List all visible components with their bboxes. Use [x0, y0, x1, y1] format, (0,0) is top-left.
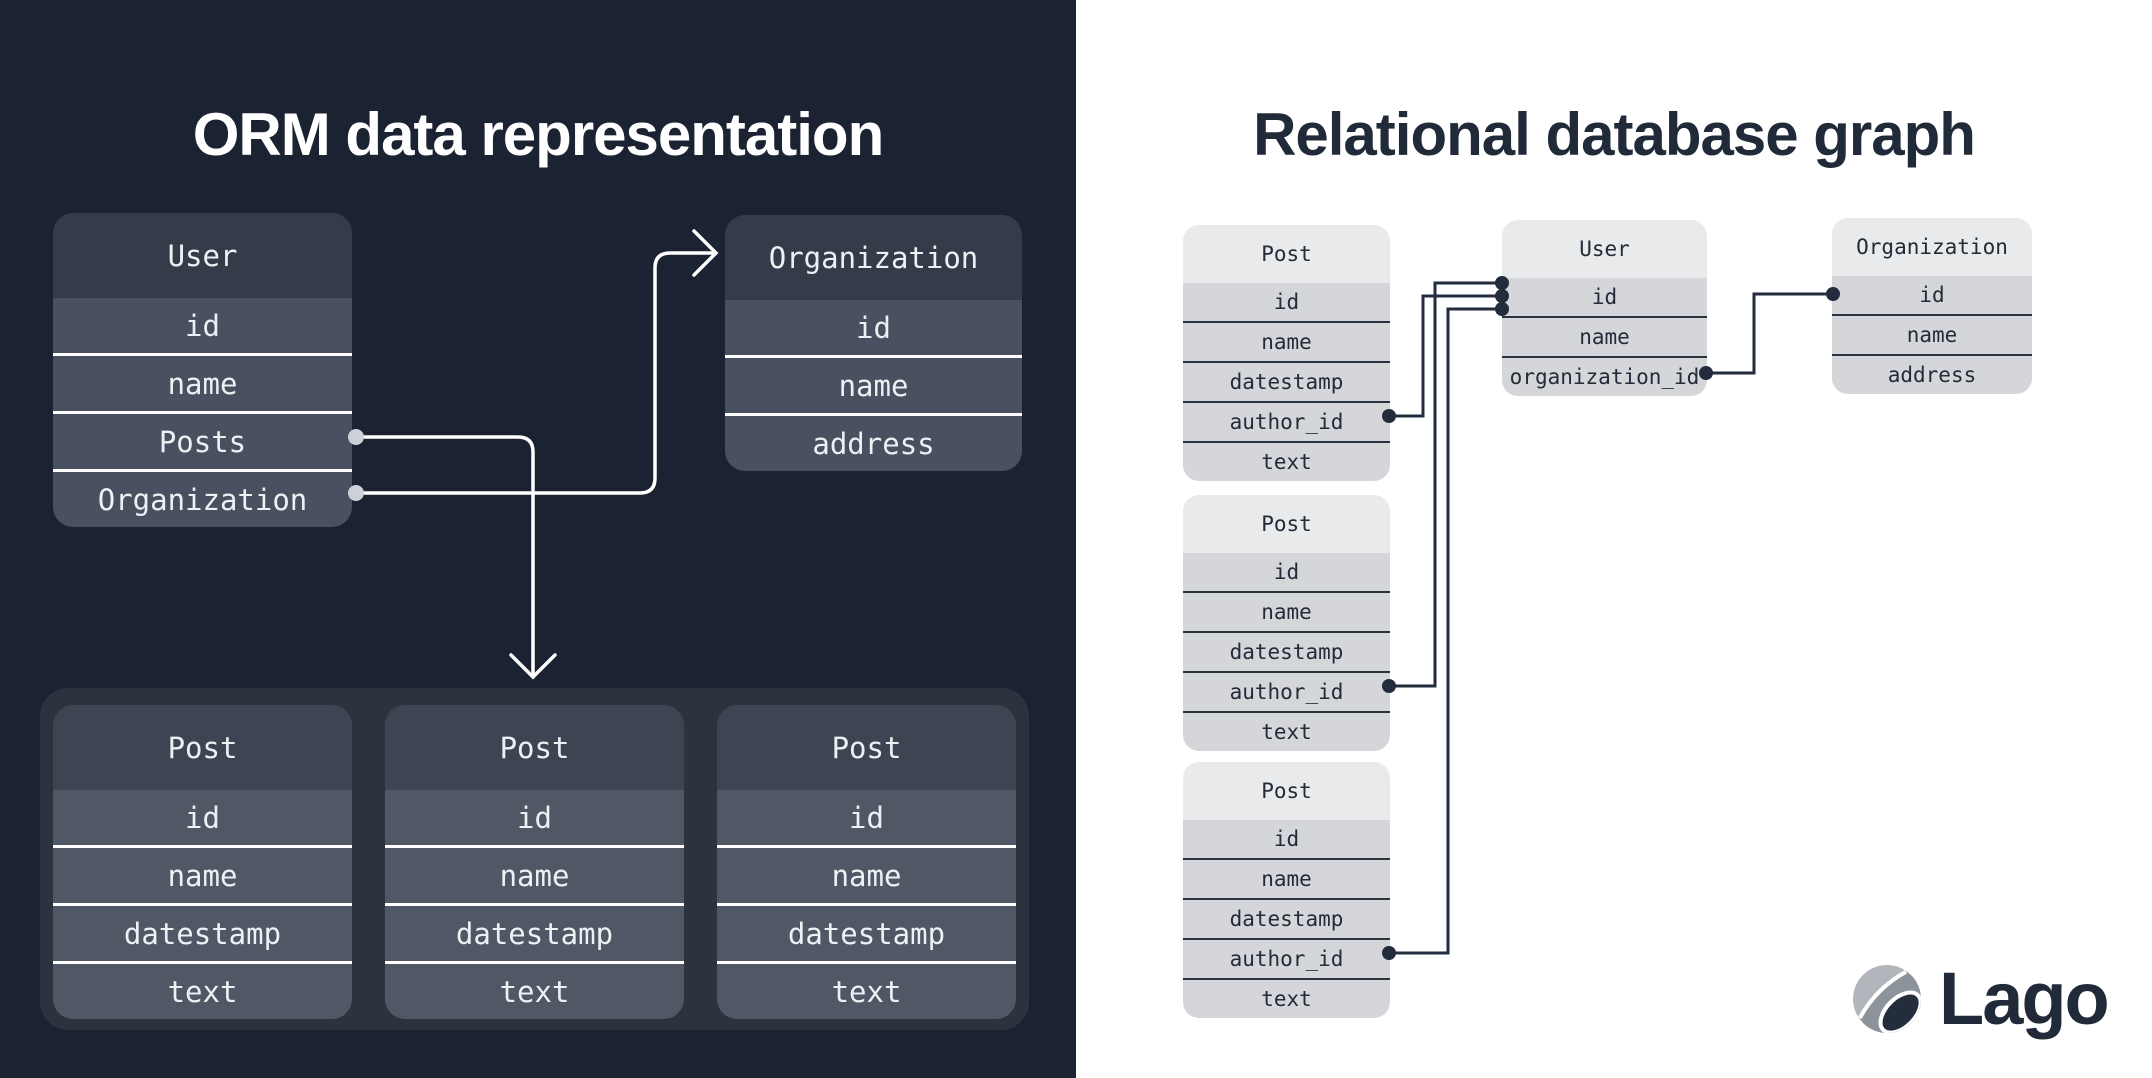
table-header: Post [1183, 225, 1390, 283]
table-row: organization_id [1502, 356, 1707, 396]
lago-logo-icon [1853, 965, 1921, 1033]
table-row: datestamp [385, 903, 684, 961]
orm-user-table: User id name Posts Organization [53, 213, 352, 527]
table-row: text [53, 961, 352, 1019]
table-header: Post [53, 705, 352, 790]
lago-logo: Lago [1853, 957, 2110, 1040]
table-row: author_id [1183, 401, 1390, 441]
table-row: text [717, 961, 1016, 1019]
table-header: Post [1183, 762, 1390, 820]
table-row: name [53, 353, 352, 411]
table-row: name [1502, 316, 1707, 356]
table-row: datestamp [1183, 898, 1390, 938]
db-post-table-3: Post id name datestamp author_id text [1183, 762, 1390, 1018]
db-organization-table: Organization id name address [1832, 218, 2032, 394]
table-row: id [53, 298, 352, 353]
table-row: id [1502, 278, 1707, 316]
table-header: Organization [725, 215, 1022, 300]
table-row: datestamp [1183, 361, 1390, 401]
table-row: author_id [1183, 938, 1390, 978]
orm-panel: ORM data representation User id name Pos… [0, 0, 1076, 1078]
table-row: name [717, 845, 1016, 903]
table-row: Posts [53, 411, 352, 469]
table-header: Post [717, 705, 1016, 790]
table-row: text [385, 961, 684, 1019]
table-row: text [1183, 441, 1390, 481]
table-header: Post [1183, 495, 1390, 553]
table-row: id [1183, 553, 1390, 591]
orm-panel-title: ORM data representation [192, 101, 884, 168]
db-post-table-2: Post id name datestamp author_id text [1183, 495, 1390, 751]
table-row: name [1183, 321, 1390, 361]
table-row: address [725, 413, 1022, 471]
table-row: name [1183, 858, 1390, 898]
db-user-table: User id name organization_id [1502, 220, 1707, 396]
table-row: datestamp [717, 903, 1016, 961]
table-row: name [1183, 591, 1390, 631]
table-row: name [1832, 314, 2032, 354]
table-header: User [53, 213, 352, 298]
table-header: User [1502, 220, 1707, 278]
table-row: id [725, 300, 1022, 355]
table-row: id [385, 790, 684, 845]
table-header: Post [385, 705, 684, 790]
table-row: id [1832, 276, 2032, 314]
table-row: datestamp [53, 903, 352, 961]
table-row: name [725, 355, 1022, 413]
table-row: id [53, 790, 352, 845]
table-row: author_id [1183, 671, 1390, 711]
relational-panel-title: Relational database graph [1253, 101, 1976, 168]
table-row: id [1183, 820, 1390, 858]
table-row: datestamp [1183, 631, 1390, 671]
orm-post-table-3: Post id name datestamp text [717, 705, 1016, 1019]
table-row: address [1832, 354, 2032, 394]
posts-collection-container: Post id name datestamp text Post id name… [40, 688, 1029, 1030]
db-post-table-1: Post id name datestamp author_id text [1183, 225, 1390, 481]
orm-post-table-1: Post id name datestamp text [53, 705, 352, 1019]
table-row: name [53, 845, 352, 903]
table-row: name [385, 845, 684, 903]
table-row: Organization [53, 469, 352, 527]
orm-organization-table: Organization id name address [725, 215, 1022, 471]
orm-post-table-2: Post id name datestamp text [385, 705, 684, 1019]
table-row: text [1183, 978, 1390, 1018]
table-row: id [1183, 283, 1390, 321]
lago-logo-text: Lago [1939, 957, 2110, 1040]
table-header: Organization [1832, 218, 2032, 276]
table-row: text [1183, 711, 1390, 751]
table-row: id [717, 790, 1016, 845]
